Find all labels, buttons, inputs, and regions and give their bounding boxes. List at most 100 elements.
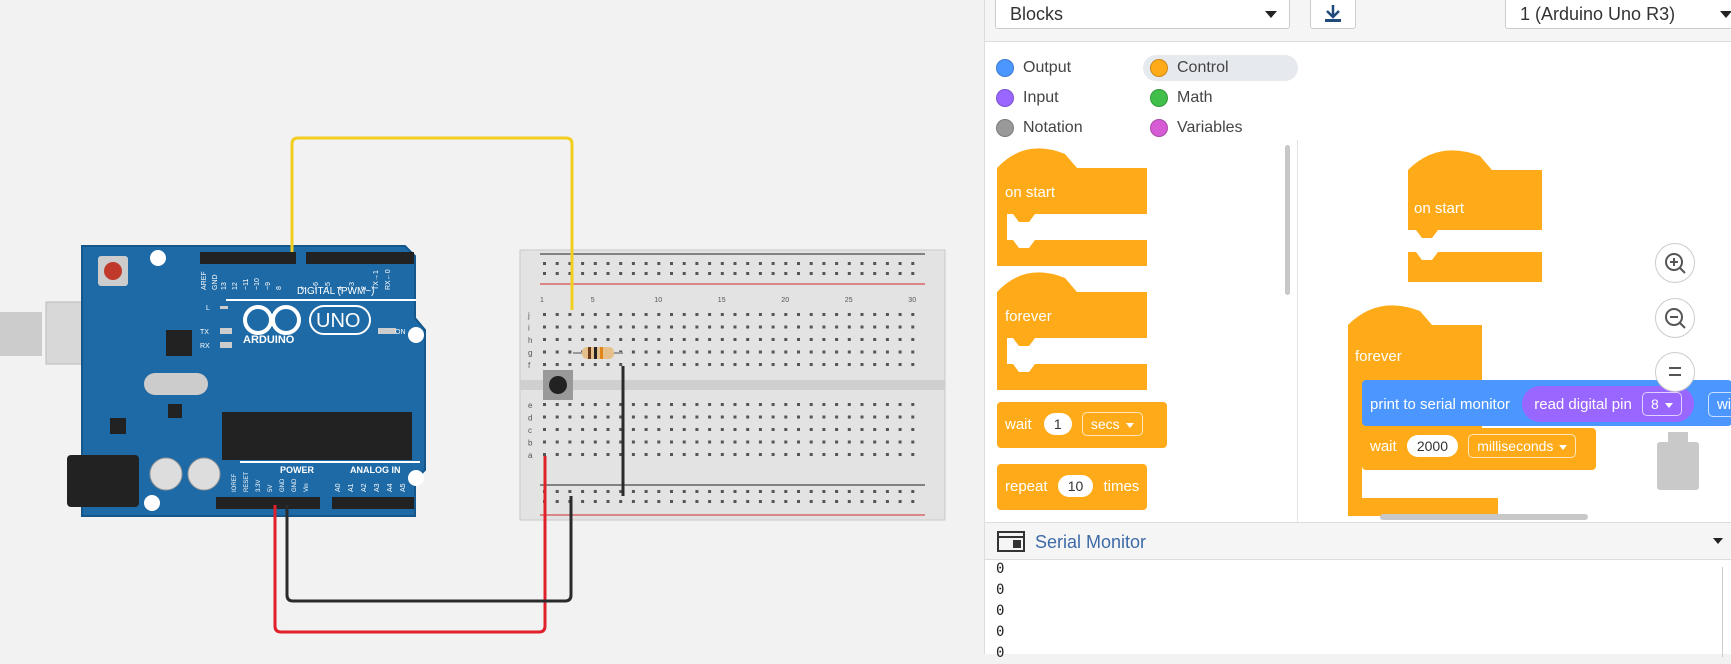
pin-label: A2 <box>361 483 368 492</box>
pin-label: 7 <box>301 286 308 290</box>
code-mode-select[interactable]: Blocks <box>995 0 1290 29</box>
code-panel: Blocks 1 (Arduino Uno R3) Output Control… <box>984 0 1731 661</box>
trash-icon[interactable] <box>1654 432 1702 492</box>
ws-wait-block[interactable]: wait 2000 milliseconds <box>1370 434 1577 458</box>
pin-label: 13 <box>221 282 228 290</box>
l-label: L <box>206 305 210 312</box>
zoom-in-button[interactable] <box>1655 243 1695 283</box>
ws-on-start-shape[interactable] <box>1408 150 1542 282</box>
repeat-suffix: times <box>1103 478 1140 495</box>
circuit-canvas[interactable]: DIGITAL (PWM~) ARDUINO UNO ON TX RX L PO… <box>0 0 984 654</box>
serial-monitor-icon <box>997 531 1025 552</box>
pin-label: IOREF <box>232 473 238 492</box>
code-workspace[interactable]: on start forever print to serial monitor… <box>1298 42 1731 522</box>
ws-on-start-label: on start <box>1414 200 1465 217</box>
palette-on-start-label: on start <box>1005 184 1056 201</box>
serial-line: 0 <box>996 603 1005 619</box>
category-label: Notation <box>1023 119 1083 136</box>
wait-label: wait <box>1370 438 1397 455</box>
download-button[interactable] <box>1310 0 1356 29</box>
pin-label: ~11 <box>243 279 250 290</box>
pin-label: Vin <box>304 483 310 492</box>
reset-button <box>104 262 122 280</box>
wait-unit-dropdown[interactable]: secs <box>1081 412 1143 436</box>
row-letter: b <box>528 439 533 448</box>
palette-repeat-block[interactable]: repeat 10 times <box>1005 475 1139 497</box>
ws-print-block[interactable]: print to serial monitor read digital pin… <box>1370 386 1731 422</box>
with-dropdown[interactable]: with <box>1707 392 1731 417</box>
pin-value: 8 <box>1650 396 1659 412</box>
code-mode-value: Blocks <box>1010 4 1064 24</box>
power-label: POWER <box>280 465 315 475</box>
analog-in-label: ANALOG IN <box>350 465 401 475</box>
category-label: Output <box>1023 59 1072 76</box>
zoom-out-button[interactable] <box>1655 298 1695 338</box>
row-letter: g <box>528 349 532 358</box>
yellow-wire[interactable] <box>290 136 574 310</box>
pin-label: ~6 <box>313 282 320 290</box>
breadboard-holes <box>543 262 915 503</box>
palette-wait-block[interactable]: wait 1 secs <box>1005 412 1143 436</box>
category-variables[interactable]: Variables <box>1143 115 1243 141</box>
chevron-down-icon <box>1125 422 1134 428</box>
pin-label: GND <box>280 478 286 492</box>
pin-label: GND <box>212 274 219 290</box>
device-select[interactable]: 1 (Arduino Uno R3) <box>1505 0 1731 29</box>
serial-line: 0 <box>996 645 1005 661</box>
pin-label: 2 <box>361 286 368 290</box>
pin-label: 4 <box>337 286 344 290</box>
category-notation[interactable]: Notation <box>989 115 1083 141</box>
category-output[interactable]: Output <box>989 55 1071 81</box>
zoom-out-icon <box>1665 308 1686 329</box>
category-input[interactable]: Input <box>989 85 1059 111</box>
ws-forever-label: forever <box>1355 348 1402 365</box>
pin-label: GND <box>292 478 298 492</box>
category-label: Input <box>1023 89 1059 106</box>
column-number: 30 <box>908 297 916 304</box>
on-start-block-shape[interactable] <box>997 148 1147 266</box>
uno-model-label: UNO <box>316 310 360 332</box>
collapse-chevron-icon[interactable] <box>1713 538 1723 544</box>
chevron-down-icon <box>1265 11 1277 18</box>
category-math[interactable]: Math <box>1143 85 1213 111</box>
category-label: Control <box>1177 59 1229 76</box>
download-icon <box>1325 5 1341 22</box>
pushbutton[interactable] <box>543 370 573 400</box>
arduino-uno-board[interactable] <box>67 245 426 517</box>
wait-unit-dropdown[interactable]: milliseconds <box>1468 434 1577 458</box>
category-label: Variables <box>1177 119 1243 136</box>
breadboard[interactable] <box>519 249 946 521</box>
circuit-diagram[interactable]: DIGITAL (PWM~) ARDUINO UNO ON TX RX L PO… <box>0 0 984 654</box>
black-wire[interactable] <box>285 496 573 603</box>
power-jack <box>67 455 139 507</box>
pin-dropdown[interactable]: 8 <box>1641 392 1682 416</box>
forever-block-shape[interactable] <box>997 272 1147 390</box>
serial-monitor-header[interactable]: Serial Monitor <box>985 523 1731 560</box>
code-toolbar: Blocks 1 (Arduino Uno R3) <box>985 0 1731 42</box>
pin-label: A0 <box>335 483 342 492</box>
read-label: read digital pin <box>1534 396 1632 413</box>
zoom-in-icon <box>1665 253 1686 274</box>
category-control[interactable]: Control <box>1143 55 1298 81</box>
red-wire[interactable] <box>273 456 547 634</box>
pin-label: ~5 <box>325 282 332 290</box>
read-digital-pin-block[interactable]: read digital pin 8 <box>1522 386 1694 422</box>
serial-scrollbar[interactable] <box>1722 567 1723 657</box>
pin-label: 12 <box>232 282 239 290</box>
usb-cable <box>0 312 42 356</box>
resistor[interactable] <box>573 347 623 359</box>
wait-value-input[interactable]: 1 <box>1043 413 1072 435</box>
palette-scrollbar[interactable] <box>1285 145 1290 295</box>
wait-value-input[interactable]: 2000 <box>1406 435 1459 457</box>
tx-label: TX <box>200 329 209 336</box>
repeat-value-input[interactable]: 10 <box>1057 475 1094 497</box>
workspace-scrollbar[interactable] <box>1380 514 1588 520</box>
pin-label: RESET <box>244 472 250 492</box>
pin-label: A5 <box>400 483 407 492</box>
zoom-reset-button[interactable] <box>1655 352 1695 392</box>
notation-color-icon <box>996 119 1014 137</box>
column-number: 1 <box>540 297 544 304</box>
chevron-down-icon <box>1720 11 1731 18</box>
